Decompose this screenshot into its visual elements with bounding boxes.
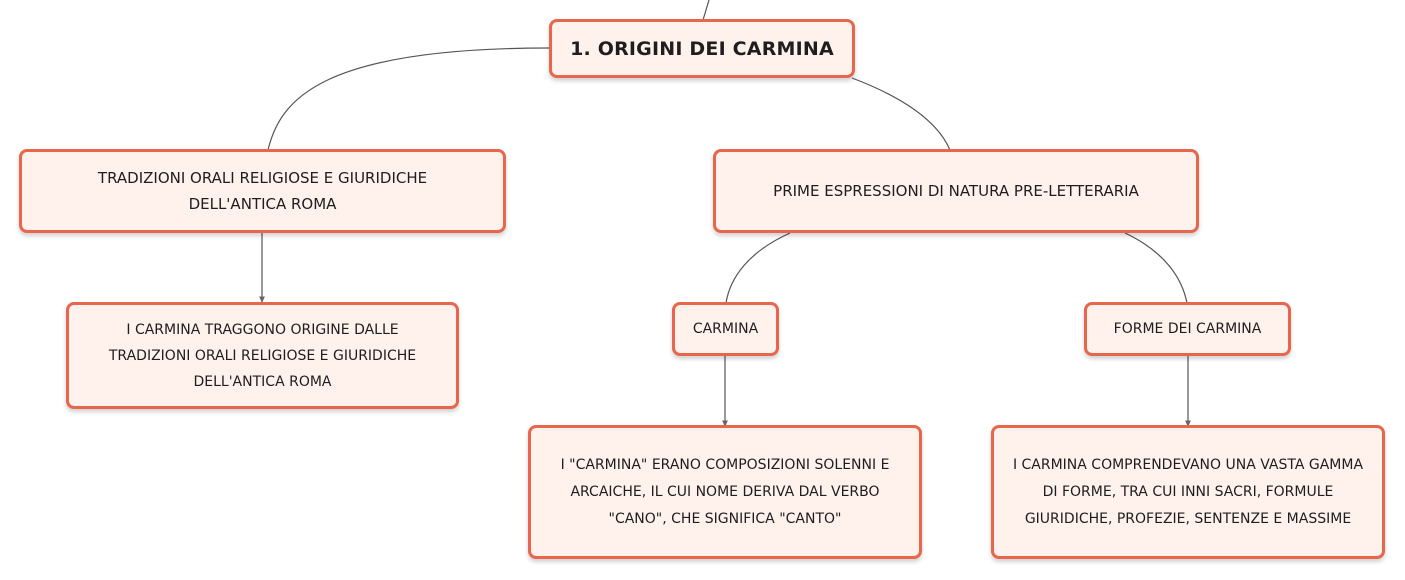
root-topic-label: 1. ORIGINI DEI CARMINA: [570, 37, 834, 60]
topic-node-origin-detail[interactable]: I CARMINA TRAGGONO ORIGINE DALLE TRADIZI…: [66, 302, 459, 409]
topic-node-oral-traditions[interactable]: TRADIZIONI ORALI RELIGIOSE E GIURIDICHE …: [19, 149, 506, 233]
topic-label: I CARMINA TRAGGONO ORIGINE DALLE TRADIZI…: [108, 321, 417, 390]
topic-label: PRIME ESPRESSIONI DI NATURA PRE-LETTERAR…: [773, 182, 1139, 200]
topic-label: I CARMINA COMPRENDEVANO UNA VASTA GAMMA …: [1012, 456, 1364, 527]
topic-node-carmina-definition[interactable]: I "CARMINA" ERANO COMPOSIZIONI SOLENNI E…: [528, 425, 922, 559]
connector-right-forme: [1124, 232, 1188, 304]
connector-right-carmina: [725, 232, 791, 304]
topic-node-forms-detail[interactable]: I CARMINA COMPRENDEVANO UNA VASTA GAMMA …: [991, 425, 1385, 559]
topic-label: I "CARMINA" ERANO COMPOSIZIONI SOLENNI E…: [560, 456, 890, 527]
topic-node-pre-literary[interactable]: PRIME ESPRESSIONI DI NATURA PRE-LETTERAR…: [713, 149, 1199, 233]
root-topic-node[interactable]: 1. ORIGINI DEI CARMINA: [549, 19, 855, 78]
connector-root-left: [267, 47, 550, 151]
connector-parent-root: [702, 0, 710, 21]
topic-node-forms[interactable]: FORME DEI CARMINA: [1084, 302, 1291, 356]
connector-root-right: [851, 77, 951, 151]
topic-label: CARMINA: [692, 321, 759, 337]
topic-node-carmina[interactable]: CARMINA: [672, 302, 779, 356]
topic-label: TRADIZIONI ORALI RELIGIOSE E GIURIDICHE …: [97, 169, 428, 213]
topic-label: FORME DEI CARMINA: [1113, 321, 1262, 337]
